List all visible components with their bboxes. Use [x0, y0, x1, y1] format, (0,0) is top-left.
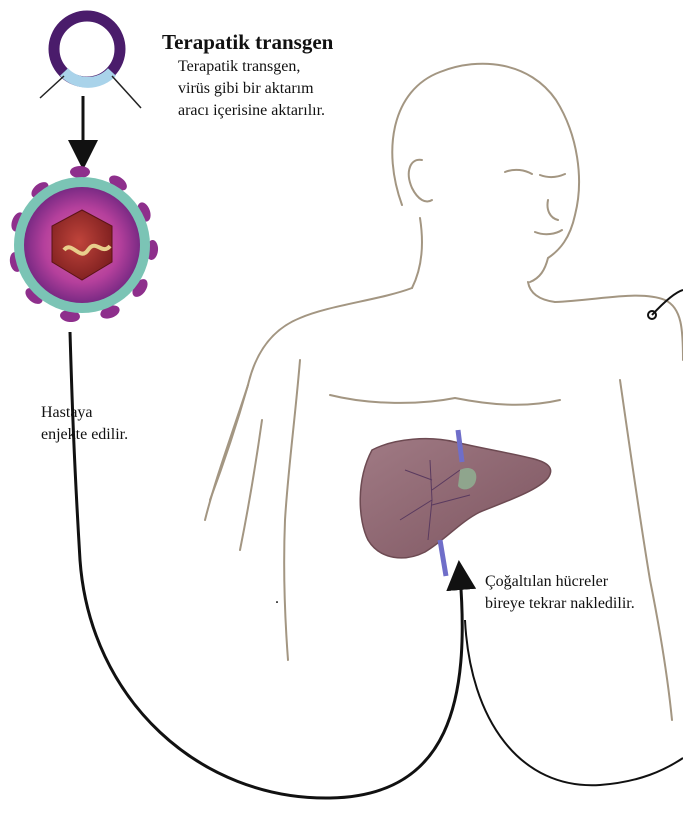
injection-path — [70, 332, 462, 798]
transgen-pointer-left — [40, 76, 64, 98]
transgen-pointer-right — [112, 76, 141, 108]
face-features — [505, 170, 565, 234]
right-torso — [620, 380, 672, 720]
left-arm — [205, 385, 262, 550]
stray-dot: . — [275, 590, 279, 608]
return-path — [465, 620, 683, 785]
plasmid — [40, 16, 141, 108]
left-torso — [284, 360, 300, 660]
diagram-title: Terapatik transgen — [162, 30, 333, 55]
ear — [409, 160, 432, 202]
liver — [360, 430, 550, 576]
head-outline — [392, 64, 579, 282]
human-figure — [205, 64, 683, 720]
virus-vector — [8, 166, 158, 323]
inject-label: Hastaya enjekte edilir. — [41, 402, 128, 446]
right-shoulder — [555, 296, 683, 360]
chest — [330, 395, 560, 405]
neck-outline — [412, 218, 555, 302]
transgen-segment — [64, 72, 112, 82]
liver-body — [360, 439, 550, 558]
transfer-label: Terapatik transgen, virüs gibi bir aktar… — [178, 56, 325, 122]
return-label: Çoğaltılan hücreler bireye tekrar nakled… — [485, 571, 635, 615]
